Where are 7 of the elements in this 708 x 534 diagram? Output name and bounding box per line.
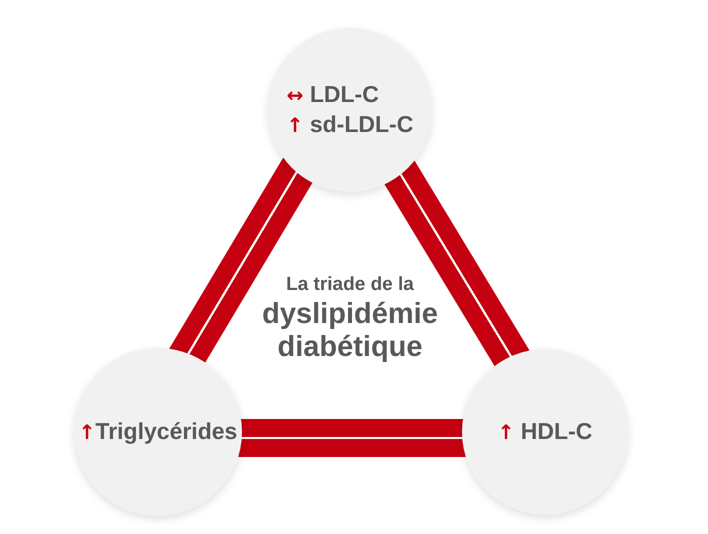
band-connector <box>238 419 466 457</box>
node-label: ↔ LDL-C <box>286 80 379 109</box>
center-title: dyslipidémie diabétique <box>261 298 439 364</box>
node-label: ↑ sd-LDL-C <box>286 110 414 139</box>
center-caption: La triade de la <box>285 273 415 297</box>
node-label: ↑Triglycérides <box>78 417 238 446</box>
node-label: ↑ HDL-C <box>498 417 592 446</box>
